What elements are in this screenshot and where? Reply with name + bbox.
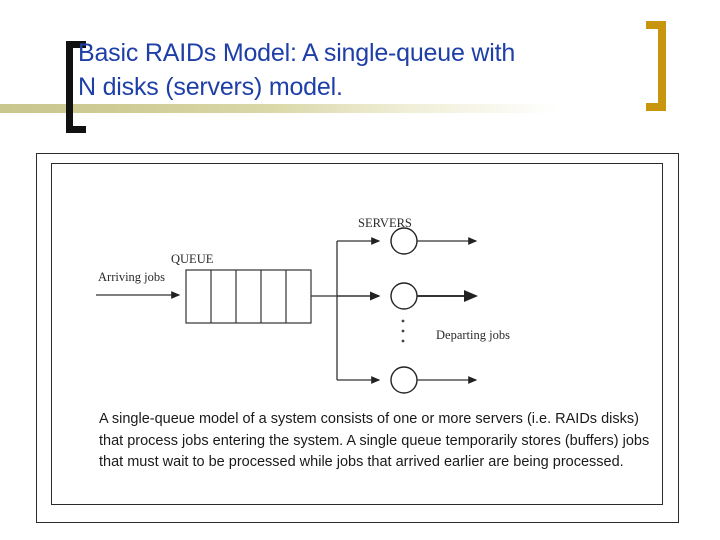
left-bracket-icon	[66, 41, 86, 133]
departing-jobs-label: Departing jobs	[436, 328, 510, 342]
queue-box	[185, 269, 312, 324]
server-node-n	[337, 366, 478, 394]
content-inner-frame	[51, 163, 663, 505]
right-bracket-icon	[646, 21, 666, 111]
server-node-2	[337, 282, 478, 310]
vertical-ellipsis-icon	[401, 319, 405, 343]
page-title: Basic RAIDs Model: A single-queue with N…	[78, 39, 516, 101]
body-paragraph: A single-queue model of a system consist…	[99, 411, 650, 470]
server-node-1	[337, 227, 478, 255]
arriving-jobs-label: Arriving jobs	[98, 270, 165, 284]
slide-title-block: Basic RAIDs Model: A single-queue with N…	[0, 0, 720, 150]
servers-label: SERVERS	[358, 216, 412, 230]
queue-label: QUEUE	[171, 252, 214, 266]
queue-model-diagram: Arriving jobs QUEUE SERVERS	[51, 163, 663, 403]
title-decorative-band	[0, 104, 560, 113]
